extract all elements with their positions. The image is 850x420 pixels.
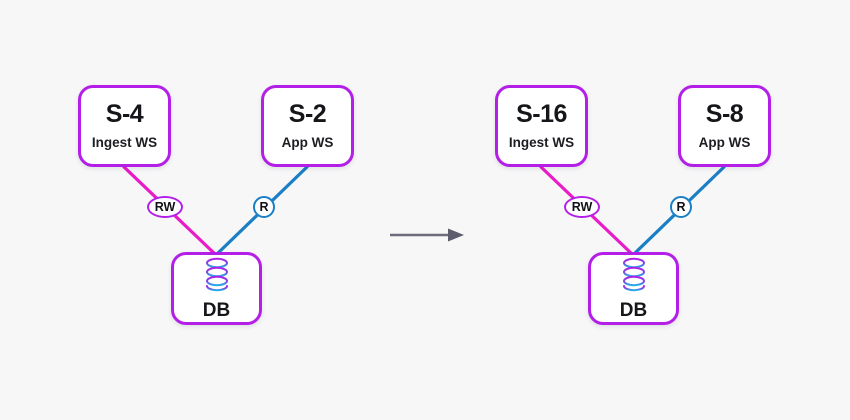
edge-label-before-r[interactable]: R	[253, 196, 275, 218]
node-subtitle: App WS	[698, 135, 751, 151]
database-cylinder-icon	[202, 257, 232, 293]
edge-label-text: RW	[571, 199, 593, 214]
node-subtitle: App WS	[281, 135, 334, 151]
node-title: DB	[202, 300, 231, 321]
right-arrow-icon	[390, 228, 464, 242]
node-after-db[interactable]: DB	[588, 252, 679, 325]
node-before-app[interactable]: S-2 App WS	[261, 85, 354, 167]
node-before-db[interactable]: DB	[171, 252, 262, 325]
transition-arrow	[388, 222, 468, 248]
edge-label-after-rw[interactable]: RW	[564, 196, 600, 218]
edge-label-text: R	[259, 199, 269, 214]
edge-label-after-r[interactable]: R	[670, 196, 692, 218]
node-title: S-2	[288, 100, 327, 129]
node-after-ingest[interactable]: S-16 Ingest WS	[495, 85, 588, 167]
database-cylinder-icon	[619, 257, 649, 293]
node-subtitle: Ingest WS	[91, 135, 158, 151]
edge-label-text: R	[676, 199, 686, 214]
edge-label-before-rw[interactable]: RW	[147, 196, 183, 218]
node-subtitle: Ingest WS	[508, 135, 575, 151]
edge-label-text: RW	[154, 199, 176, 214]
node-title: S-8	[705, 100, 744, 129]
node-title: S-4	[105, 100, 144, 129]
node-title: DB	[619, 300, 648, 321]
node-before-ingest[interactable]: S-4 Ingest WS	[78, 85, 171, 167]
node-title: S-16	[516, 100, 567, 129]
node-after-app[interactable]: S-8 App WS	[678, 85, 771, 167]
